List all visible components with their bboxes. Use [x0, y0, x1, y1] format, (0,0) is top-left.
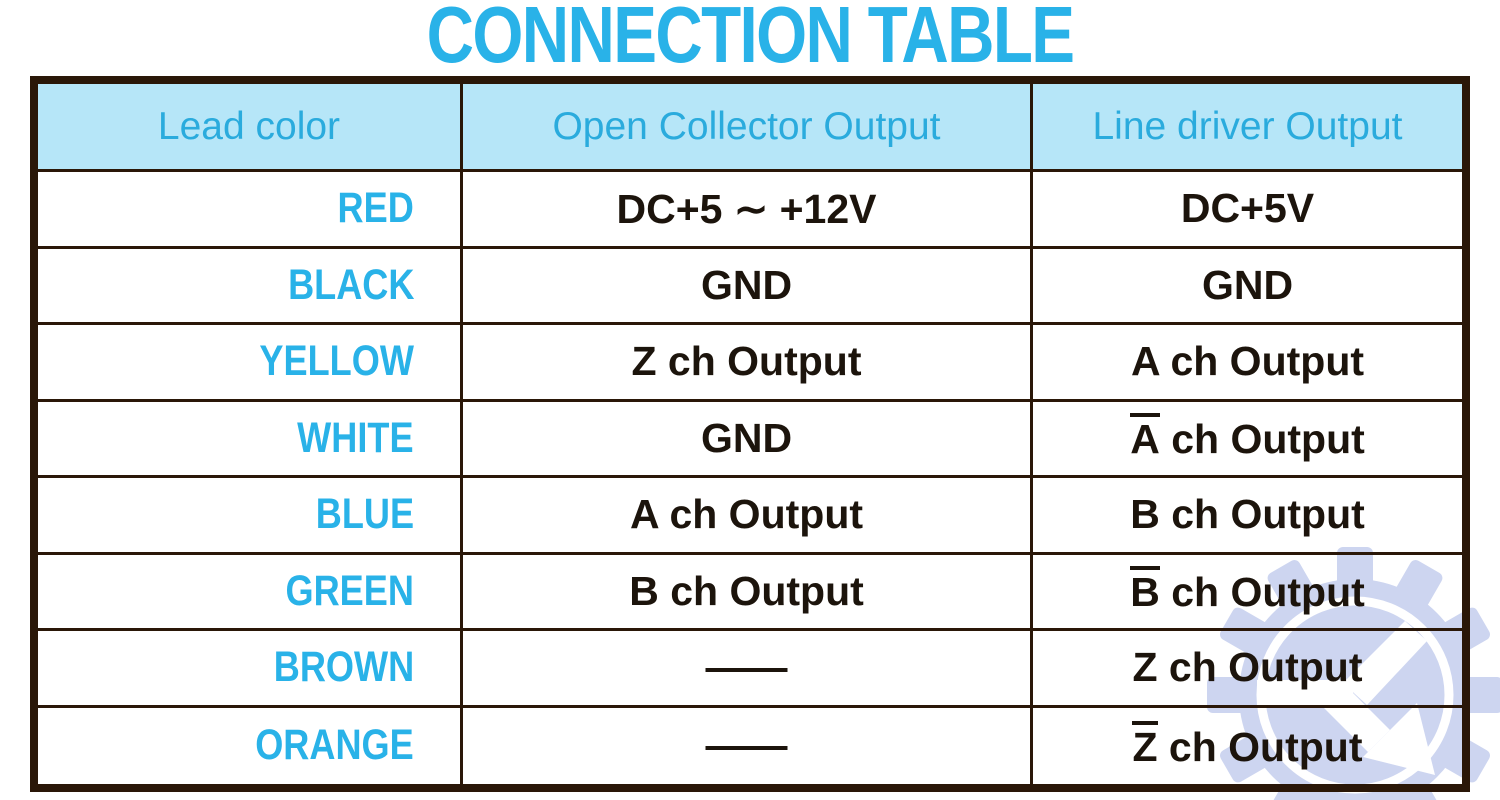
- dash-placeholder: ——: [705, 722, 788, 769]
- cell-value: A ch Output: [1130, 413, 1365, 463]
- lead-label: RED: [337, 184, 414, 233]
- cell-value: A ch Output: [1131, 338, 1364, 385]
- table-row-white-lead: WHITE: [38, 401, 463, 478]
- lead-label: BROWN: [273, 643, 414, 692]
- table-row-orange-lead: ORANGE: [38, 707, 463, 784]
- table-row-green-lead: GREEN: [38, 554, 463, 631]
- connection-table: Lead color Open Collector Output Line dr…: [30, 76, 1470, 792]
- table-row-white-line-driver: A ch Output: [1033, 402, 1462, 478]
- table-row-red-line-driver: DC+5V: [1033, 172, 1462, 249]
- overline-letter: Z: [1132, 720, 1158, 768]
- table-row-orange-open-collector: ——: [463, 707, 1033, 784]
- table-row-blue-lead: BLUE: [38, 478, 463, 555]
- page-title: CONNECTION TABLE: [426, 0, 1075, 79]
- overline-letter: B: [1130, 566, 1160, 613]
- overline-letter: A: [1130, 413, 1160, 460]
- table-row-red-open-collector: DC+5 ∼ +12V: [463, 172, 1033, 249]
- table-row-blue-open-collector: A ch Output: [463, 478, 1033, 555]
- table-row-white-open-collector: GND: [463, 401, 1033, 478]
- table-row-yellow-lead: YELLOW: [38, 325, 463, 402]
- table-row-green-open-collector: B ch Output: [463, 554, 1033, 631]
- cell-text: B ch Output: [1130, 491, 1365, 538]
- header-line-driver-label: Line driver Output: [1092, 104, 1403, 148]
- cell-text: A ch Output: [1130, 338, 1365, 385]
- table-row-yellow-open-collector: Z ch Output: [463, 325, 1033, 402]
- cell-value: GND: [1202, 262, 1293, 309]
- dash-placeholder: ——: [705, 644, 788, 691]
- cell-value: DC+5V: [1181, 185, 1314, 232]
- cell-text: ch Output: [1157, 723, 1363, 770]
- cell-text: DC+5V: [1180, 185, 1315, 232]
- table-row-brown-open-collector: ——: [463, 631, 1033, 708]
- table-row-orange-line-driver: Z ch Output: [1033, 708, 1462, 785]
- lead-label: BLACK: [287, 260, 414, 309]
- cell-text: ch Output: [1159, 569, 1365, 616]
- cell-value: Z ch Output: [631, 338, 862, 385]
- cell-value: GND: [700, 414, 793, 461]
- cell-text: ch Output: [1159, 416, 1365, 463]
- header-open-collector-output: Open Collector Output: [463, 84, 1033, 172]
- table-row-green-line-driver: B ch Output: [1033, 555, 1462, 631]
- lead-label: GREEN: [285, 566, 414, 615]
- header-lead-color: Lead color: [38, 84, 463, 172]
- lead-label: YELLOW: [259, 337, 414, 386]
- cell-value: GND: [700, 261, 793, 308]
- cell-text: Z ch Output: [1132, 644, 1363, 691]
- cell-text: GND: [1201, 261, 1294, 308]
- cell-value: Z ch Output: [1132, 644, 1362, 691]
- lead-label: ORANGE: [255, 721, 414, 770]
- table-row-blue-line-driver: B ch Output: [1033, 478, 1462, 555]
- table-row-black-lead: BLACK: [38, 248, 463, 325]
- table-row-brown-line-driver: Z ch Output: [1033, 631, 1462, 708]
- table-row-black-open-collector: GND: [463, 248, 1033, 325]
- cell-value: B ch Output: [629, 567, 864, 614]
- cell-value: DC+5 ∼ +12V: [616, 185, 877, 232]
- table-row-black-line-driver: GND: [1033, 249, 1462, 325]
- table-row-brown-lead: BROWN: [38, 631, 463, 708]
- cell-value: A ch Output: [629, 491, 864, 538]
- header-line-driver-output: Line driver Output: [1033, 84, 1462, 172]
- cell-value: Z ch Output: [1132, 720, 1363, 771]
- header-open-collector-label: Open Collector Output: [552, 104, 941, 148]
- table-row-yellow-line-driver: A ch Output: [1033, 325, 1462, 402]
- table-row-red-lead: RED: [38, 172, 463, 249]
- cell-value: B ch Output: [1130, 566, 1365, 616]
- header-lead-color-label: Lead color: [157, 104, 341, 148]
- lead-label: BLUE: [315, 490, 414, 539]
- cell-value: B ch Output: [1130, 491, 1365, 538]
- lead-label: WHITE: [297, 413, 414, 462]
